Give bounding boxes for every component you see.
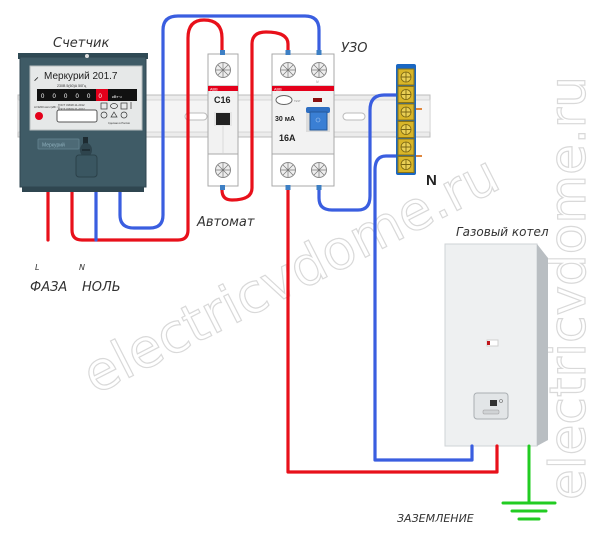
boiler-display [490,400,497,406]
meter-model: Меркурий 201.7 [44,71,118,82]
meter-title: Счетчик [53,36,109,51]
ground-wire [501,444,557,521]
circuit-breaker: ABB C16 [207,50,239,190]
breaker-toggle[interactable] [216,113,230,125]
rcd-test-button[interactable] [275,95,293,105]
meter-digit: 0 [87,94,91,100]
phase-letter: L [35,263,39,272]
rcd-brand: ABB [274,87,282,91]
meter-constant: A=3200 имп./(кВт·ч) [34,105,60,109]
svg-text:⸝: ⸝ [34,72,39,82]
busbar-screw-slot [401,142,411,152]
meter-spec: 230В 5(60)А 50Гц [57,84,86,88]
ground-label: ЗАЗЕМЛЕНИЕ [397,512,474,525]
meter-brand-plate [37,138,80,150]
rcd-sensitivity: 30 мА [275,116,295,123]
neutral-wires [94,14,474,462]
rcd-test-label: TEST [294,99,301,103]
meter-digit: 0 [41,94,45,100]
meter-digit: 0 [64,94,68,100]
rcd-terminal-n-label: N [316,80,319,84]
rcd-rating: 16A [279,133,296,143]
meter-made-in: Сделано в России [108,121,130,125]
meter-gost-2: ГОСТ 31819.21-2012 [58,107,85,111]
busbar-screw-slot [401,89,411,100]
phase-wires [46,18,499,474]
busbar-screw-slot [401,72,411,82]
neutral-letter: N [79,263,85,272]
boiler-buttons [482,409,500,415]
meter-label-window [56,109,98,123]
meter-unit: кВт·ч [112,94,122,99]
phase-label: ФАЗА [30,280,67,295]
busbar-screw-slot [401,124,411,135]
rcd-indicator [313,98,322,102]
neutral-bus-label: N [426,172,437,189]
electricity-meter: ⸝ Меркурий 201.7 230В 5(60)А 50Гц 0 0 0 0 0 0… [18,53,148,192]
gas-boiler [444,243,548,447]
breaker-rating: C16 [214,95,231,105]
watermark-vertical: electricvdome.ru [539,76,597,500]
meter-digit: 0 [53,94,57,100]
boiler-title: Газовый котел [456,225,549,239]
rcd: N ABB TEST 30 мА 16A [271,50,335,190]
busbar-screw-slot [401,159,411,170]
meter-brand-text: Меркурий [42,142,65,149]
neutral-busbar [396,64,422,175]
rcd-title: УЗО [341,41,368,56]
breaker-title: Автомат [196,215,255,230]
rcd-toggle[interactable] [309,111,328,131]
neutral-label: НОЛЬ [82,280,121,295]
meter-counter [37,89,137,101]
busbar-screw-slot [401,107,411,117]
meter-gost-1: ГОСТ 31818.11-2012 [58,103,85,107]
meter-led [35,112,43,120]
meter-digit: 0 [99,94,103,100]
meter-digit: 0 [76,94,80,100]
breaker-brand: ABB [210,87,218,91]
